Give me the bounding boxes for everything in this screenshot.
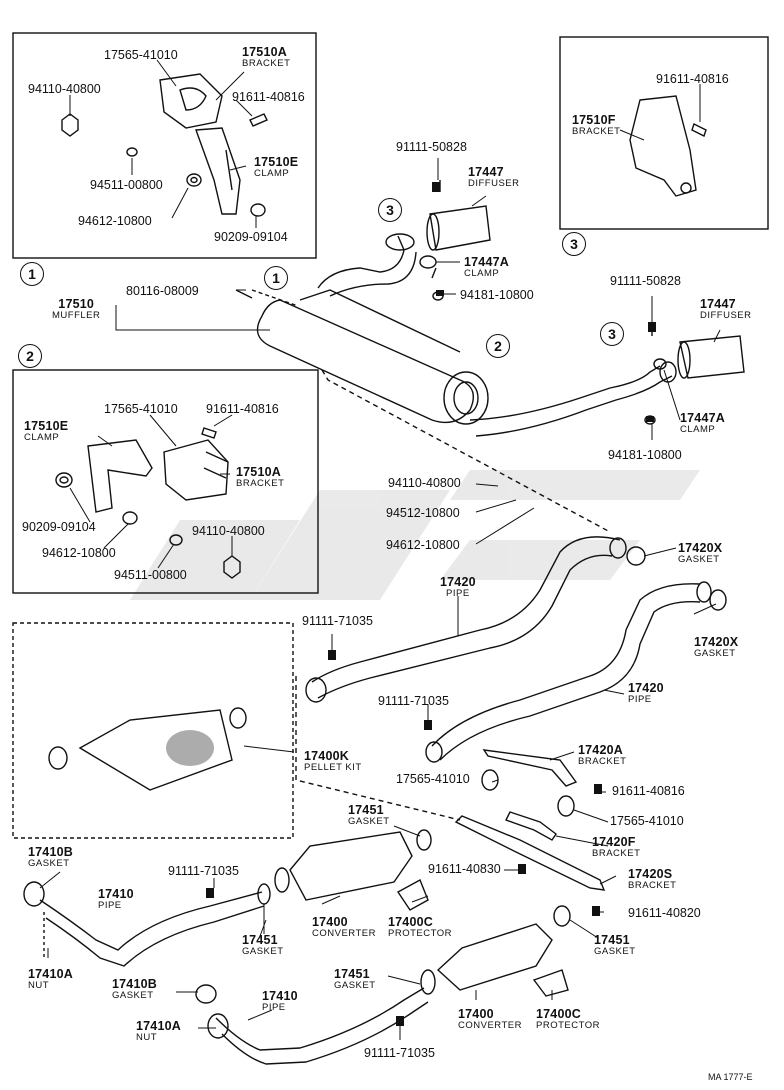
- bracket-17420f-shape: [505, 811, 557, 841]
- label-91611-40816-b: 91611-40816: [656, 72, 729, 86]
- pellet-kit-box: [12, 622, 294, 839]
- label-94612-10800-c: 94612-10800: [386, 538, 460, 552]
- label-94181-10800-a: 94181-10800: [460, 288, 534, 302]
- label-91611-40816-a: 91611-40816: [232, 90, 305, 104]
- converter-17400-a: [289, 831, 413, 901]
- label-94612-10800-a: 94612-10800: [78, 214, 152, 228]
- label-91111-50828-b: 91111-50828: [610, 274, 681, 288]
- pipe-17420-upper: [311, 536, 621, 683]
- label-17565-41010-b: 17565-41010: [104, 402, 178, 416]
- watermark-shapes: [130, 470, 700, 600]
- label-17565-41010-c: 17565-41010: [396, 772, 470, 786]
- ref-marker-3-main-a: 3: [378, 198, 402, 222]
- label-91611-40830: 91611-40830: [428, 862, 501, 876]
- clamp-17510e-shape-2: [87, 439, 153, 513]
- label-17565-41010-a: 17565-41010: [104, 48, 178, 62]
- leader-lines: [39, 59, 721, 1040]
- label-91111-71035-a: 91111-71035: [302, 614, 373, 628]
- label-91611-40816-d: 91611-40816: [612, 784, 685, 798]
- ref-marker-3-main-b: 3: [600, 322, 624, 346]
- inset-box-3: [559, 36, 769, 230]
- ref-marker-3-box: 3: [562, 232, 586, 256]
- bracket-17420a-shape: [482, 749, 578, 787]
- label-80116-08009: 80116-08009: [126, 284, 199, 298]
- ref-marker-2-main: 2: [486, 334, 510, 358]
- bracket-17510f-shape: [629, 95, 697, 197]
- label-91111-71035-b: 91111-71035: [378, 694, 449, 708]
- label-90209-09104-a: 90209-09104: [214, 230, 288, 244]
- diagram-code: MA 1777-E: [708, 1072, 753, 1082]
- label-91111-50828-a: 91111-50828: [396, 140, 467, 154]
- pipe-17410-lower: [215, 987, 425, 1051]
- pellet-fill: [166, 730, 214, 766]
- label-91611-40816-c: 91611-40816: [206, 402, 279, 416]
- muffler-body: [256, 299, 474, 424]
- label-94612-10800-b: 94612-10800: [42, 546, 116, 560]
- label-94512-10800: 94512-10800: [386, 506, 460, 520]
- label-91611-40820: 91611-40820: [628, 906, 701, 920]
- nut-shape: [61, 113, 79, 137]
- label-91111-71035-c: 91111-71035: [168, 864, 239, 878]
- ref-marker-2-box: 2: [18, 344, 42, 368]
- bracket-17510a-shape-2: [163, 439, 229, 501]
- diffuser-17447-a: [429, 205, 491, 251]
- label-94511-00800-a: 94511-00800: [90, 178, 163, 192]
- label-17565-41010-d: 17565-41010: [610, 814, 684, 828]
- label-90209-09104-b: 90209-09104: [22, 520, 96, 534]
- ref-marker-1-box: 1: [20, 262, 44, 286]
- label-94110-40800-a: 94110-40800: [28, 82, 101, 96]
- pipe-17420-lower: [431, 583, 701, 747]
- pellet-kit-converter: [78, 709, 233, 791]
- pipe-17410-upper: [39, 891, 263, 951]
- converter-17400-b: [436, 923, 553, 991]
- ref-marker-1-main: 1: [264, 266, 288, 290]
- label-91111-71035-d: 91111-71035: [364, 1046, 435, 1060]
- label-94511-00800-b: 94511-00800: [114, 568, 187, 582]
- label-94110-40800-b: 94110-40800: [192, 524, 265, 538]
- inset-box-2: [12, 369, 319, 594]
- bracket-17420s-shape: [454, 815, 606, 891]
- diffuser-17447-b: [679, 335, 745, 379]
- label-94181-10800-b: 94181-10800: [608, 448, 682, 462]
- bracket-17510a-shape: [159, 73, 223, 129]
- clamp-17510e-shape: [195, 127, 241, 215]
- label-94110-40800-c: 94110-40800: [388, 476, 461, 490]
- inset-box-1: [12, 32, 317, 259]
